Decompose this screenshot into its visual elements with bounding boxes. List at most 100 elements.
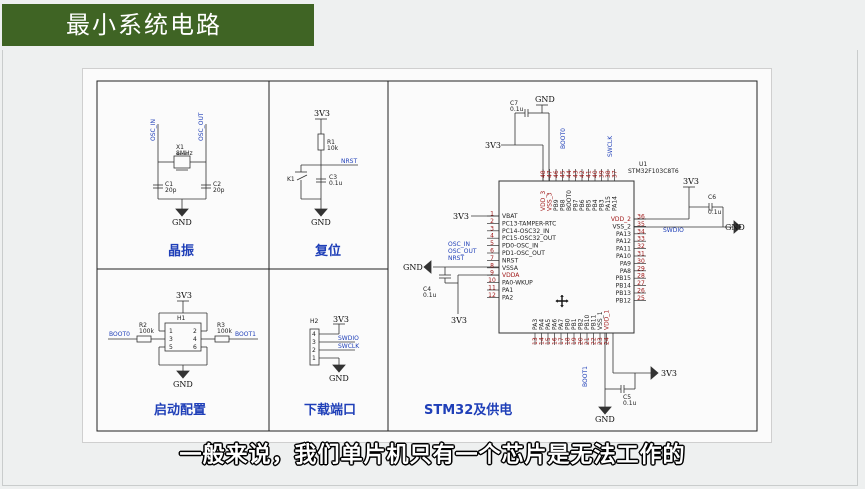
video-subtitle: 一般来说，我们单片机只有一个芯片是无法工作的 bbox=[179, 443, 686, 468]
net-osc-out: OSC_OUT bbox=[198, 112, 205, 141]
h1-pin-1: 1 bbox=[169, 328, 173, 335]
mcu-right-pin-name: PB13 bbox=[616, 290, 632, 297]
mcu-top-pin-name: PB8 bbox=[560, 199, 567, 211]
mcu-top-pin-name: BOOT0 bbox=[566, 190, 573, 211]
mcu-bottom-pin-number: 17 bbox=[558, 337, 565, 345]
mcu-left-pin-number: 12 bbox=[488, 292, 496, 299]
r1-ref: R1 bbox=[327, 139, 335, 146]
c7-ref: C7 bbox=[510, 100, 518, 107]
mcu-top-pin-number: 45 bbox=[560, 170, 567, 178]
mcu-bottom-pin-number: 19 bbox=[571, 337, 578, 345]
mcu-top-pin-name: VDD_3 bbox=[540, 191, 547, 211]
mcu-right-pin-number: 35 bbox=[637, 221, 645, 228]
mcu-left-pin-name: PA1 bbox=[502, 287, 513, 294]
h2-ref: H2 bbox=[310, 318, 319, 325]
mcu-top-pin-name: PB3 bbox=[599, 199, 606, 211]
r3-ref: R3 bbox=[217, 322, 225, 329]
mcu-right-pin-number: 29 bbox=[637, 265, 645, 272]
mcu-net-swclk: SWCLK bbox=[607, 135, 614, 157]
c2-value: 20p bbox=[213, 187, 225, 194]
mcu-top-pin-name: PB6 bbox=[579, 199, 586, 211]
net-swclk: SWCLK bbox=[338, 343, 360, 350]
mcu-net-boot0: BOOT0 bbox=[560, 128, 567, 149]
mcu-net-osc-out: OSC_OUT bbox=[448, 248, 477, 255]
mcu-top-vcc-label: 3V3 bbox=[485, 141, 501, 150]
x1-ref: X1 bbox=[176, 144, 184, 151]
mcu-top-pin-number: 38 bbox=[605, 170, 612, 178]
mcu-bottom-pin-number: 18 bbox=[565, 337, 572, 345]
mcu-net-osc-in: OSC_IN bbox=[448, 241, 470, 248]
crystal-circuit bbox=[153, 124, 211, 217]
h1-pin-6: 6 bbox=[193, 344, 197, 351]
mcu-net-boot1: BOOT1 bbox=[582, 366, 589, 387]
mcu-wiring bbox=[423, 104, 742, 415]
k1-ref: K1 bbox=[287, 176, 295, 183]
mcu-bottom-pin-name: PA3 bbox=[532, 319, 539, 330]
mcu-top-pin-name: PB7 bbox=[573, 199, 580, 211]
mcu-left-pin-name: VSSA bbox=[502, 265, 519, 272]
mcu-bottom-pin-number: 14 bbox=[539, 337, 546, 345]
mcu-bottom-pin-number: 24 bbox=[604, 337, 611, 345]
mcu-left-pin-number: 5 bbox=[490, 240, 494, 247]
mcu-left-pin-name: PC14-OSC32_IN bbox=[502, 228, 549, 235]
mcu-bottom-pin-number: 13 bbox=[532, 337, 539, 345]
mcu-left-pin-name: PC15-OSC32_OUT bbox=[502, 235, 556, 242]
mcu-right-pin-number: 27 bbox=[637, 280, 645, 287]
mcu-left-pin-number: 9 bbox=[490, 270, 494, 277]
mcu-bottom-pin-name: PB10 bbox=[584, 314, 591, 330]
c5-value: 0.1u bbox=[623, 400, 637, 407]
mcu-right-pin-name: PA9 bbox=[620, 260, 631, 267]
mcu-bottom-pin-number: 15 bbox=[545, 337, 552, 345]
r3-value: 100k bbox=[217, 328, 232, 335]
mcu-right-pin-number: 31 bbox=[637, 251, 645, 258]
mcu-right-pin-name: PB15 bbox=[616, 275, 632, 282]
mcu-top-pin-number: 37 bbox=[612, 170, 619, 178]
mcu-top-pin-number: 41 bbox=[586, 170, 593, 178]
c6-ref: C6 bbox=[708, 194, 716, 201]
mcu-right-vcc-label: 3V3 bbox=[683, 177, 699, 186]
net-nrst: NRST bbox=[341, 158, 357, 165]
c1-ref: C1 bbox=[165, 181, 173, 188]
c3-ref: C3 bbox=[329, 174, 337, 181]
download-circuit bbox=[309, 323, 355, 373]
mcu-left-pin-number: 8 bbox=[490, 262, 494, 269]
panel-label-download: 下载端口 bbox=[304, 402, 356, 418]
r1-value: 10k bbox=[327, 145, 339, 152]
mcu-bottom-pin-name: VSS_1 bbox=[597, 311, 604, 330]
panel-label-boot: 启动配置 bbox=[154, 402, 206, 418]
mcu-left-pin-name: PA2 bbox=[502, 294, 513, 301]
u1-ref: U1 bbox=[639, 161, 647, 168]
mcu-bottom-pin-name: PA5 bbox=[545, 319, 552, 330]
h1-ref: H1 bbox=[177, 315, 186, 322]
mcu-top-pin-number: 48 bbox=[540, 170, 547, 178]
h2-pin-3: 3 bbox=[312, 339, 316, 346]
mcu-top-pin-number: 39 bbox=[599, 170, 606, 178]
slide-frame bbox=[2, 50, 858, 486]
panel-label-stm32: STM32及供电 bbox=[424, 402, 512, 418]
mcu-right-pin-number: 33 bbox=[637, 236, 645, 243]
mcu-left-pin-name: PD0-OSC_IN bbox=[502, 243, 538, 250]
panel-grid bbox=[96, 80, 758, 432]
mcu-top-pin-number: 42 bbox=[579, 170, 586, 178]
r2-value: 100k bbox=[139, 328, 154, 335]
mcu-left-pin-name: VDDA bbox=[502, 272, 520, 279]
c2-ref: C2 bbox=[213, 181, 221, 188]
c6-value: 0.1u bbox=[708, 209, 722, 216]
download-vcc-label: 3V3 bbox=[333, 315, 349, 324]
mcu-top-pin-number: 43 bbox=[573, 170, 580, 178]
mcu-right-pin-number: 28 bbox=[637, 273, 645, 280]
panel-label-crystal: 晶振 bbox=[168, 243, 194, 259]
mcu-right-pin-name: PA13 bbox=[616, 231, 631, 238]
mcu-left-pin-number: 7 bbox=[490, 255, 494, 262]
move-cursor-icon bbox=[555, 294, 569, 308]
slide-title: 最小系统电路 bbox=[2, 4, 314, 46]
h1-pin-3: 3 bbox=[169, 336, 173, 343]
mcu-right-pin-number: 26 bbox=[637, 288, 645, 295]
mcu-bottom-pin-name: PB0 bbox=[565, 318, 572, 330]
mcu-top-pin-name: PB5 bbox=[586, 199, 593, 211]
u1-part: STM32F103C8T6 bbox=[628, 168, 679, 175]
mcu-top-pin-name: PA14 bbox=[612, 196, 619, 211]
h1-pin-5: 5 bbox=[169, 344, 173, 351]
mcu-top-pin-number: 47 bbox=[547, 170, 554, 178]
mcu-bottom-pin-name: PB1 bbox=[571, 318, 578, 330]
